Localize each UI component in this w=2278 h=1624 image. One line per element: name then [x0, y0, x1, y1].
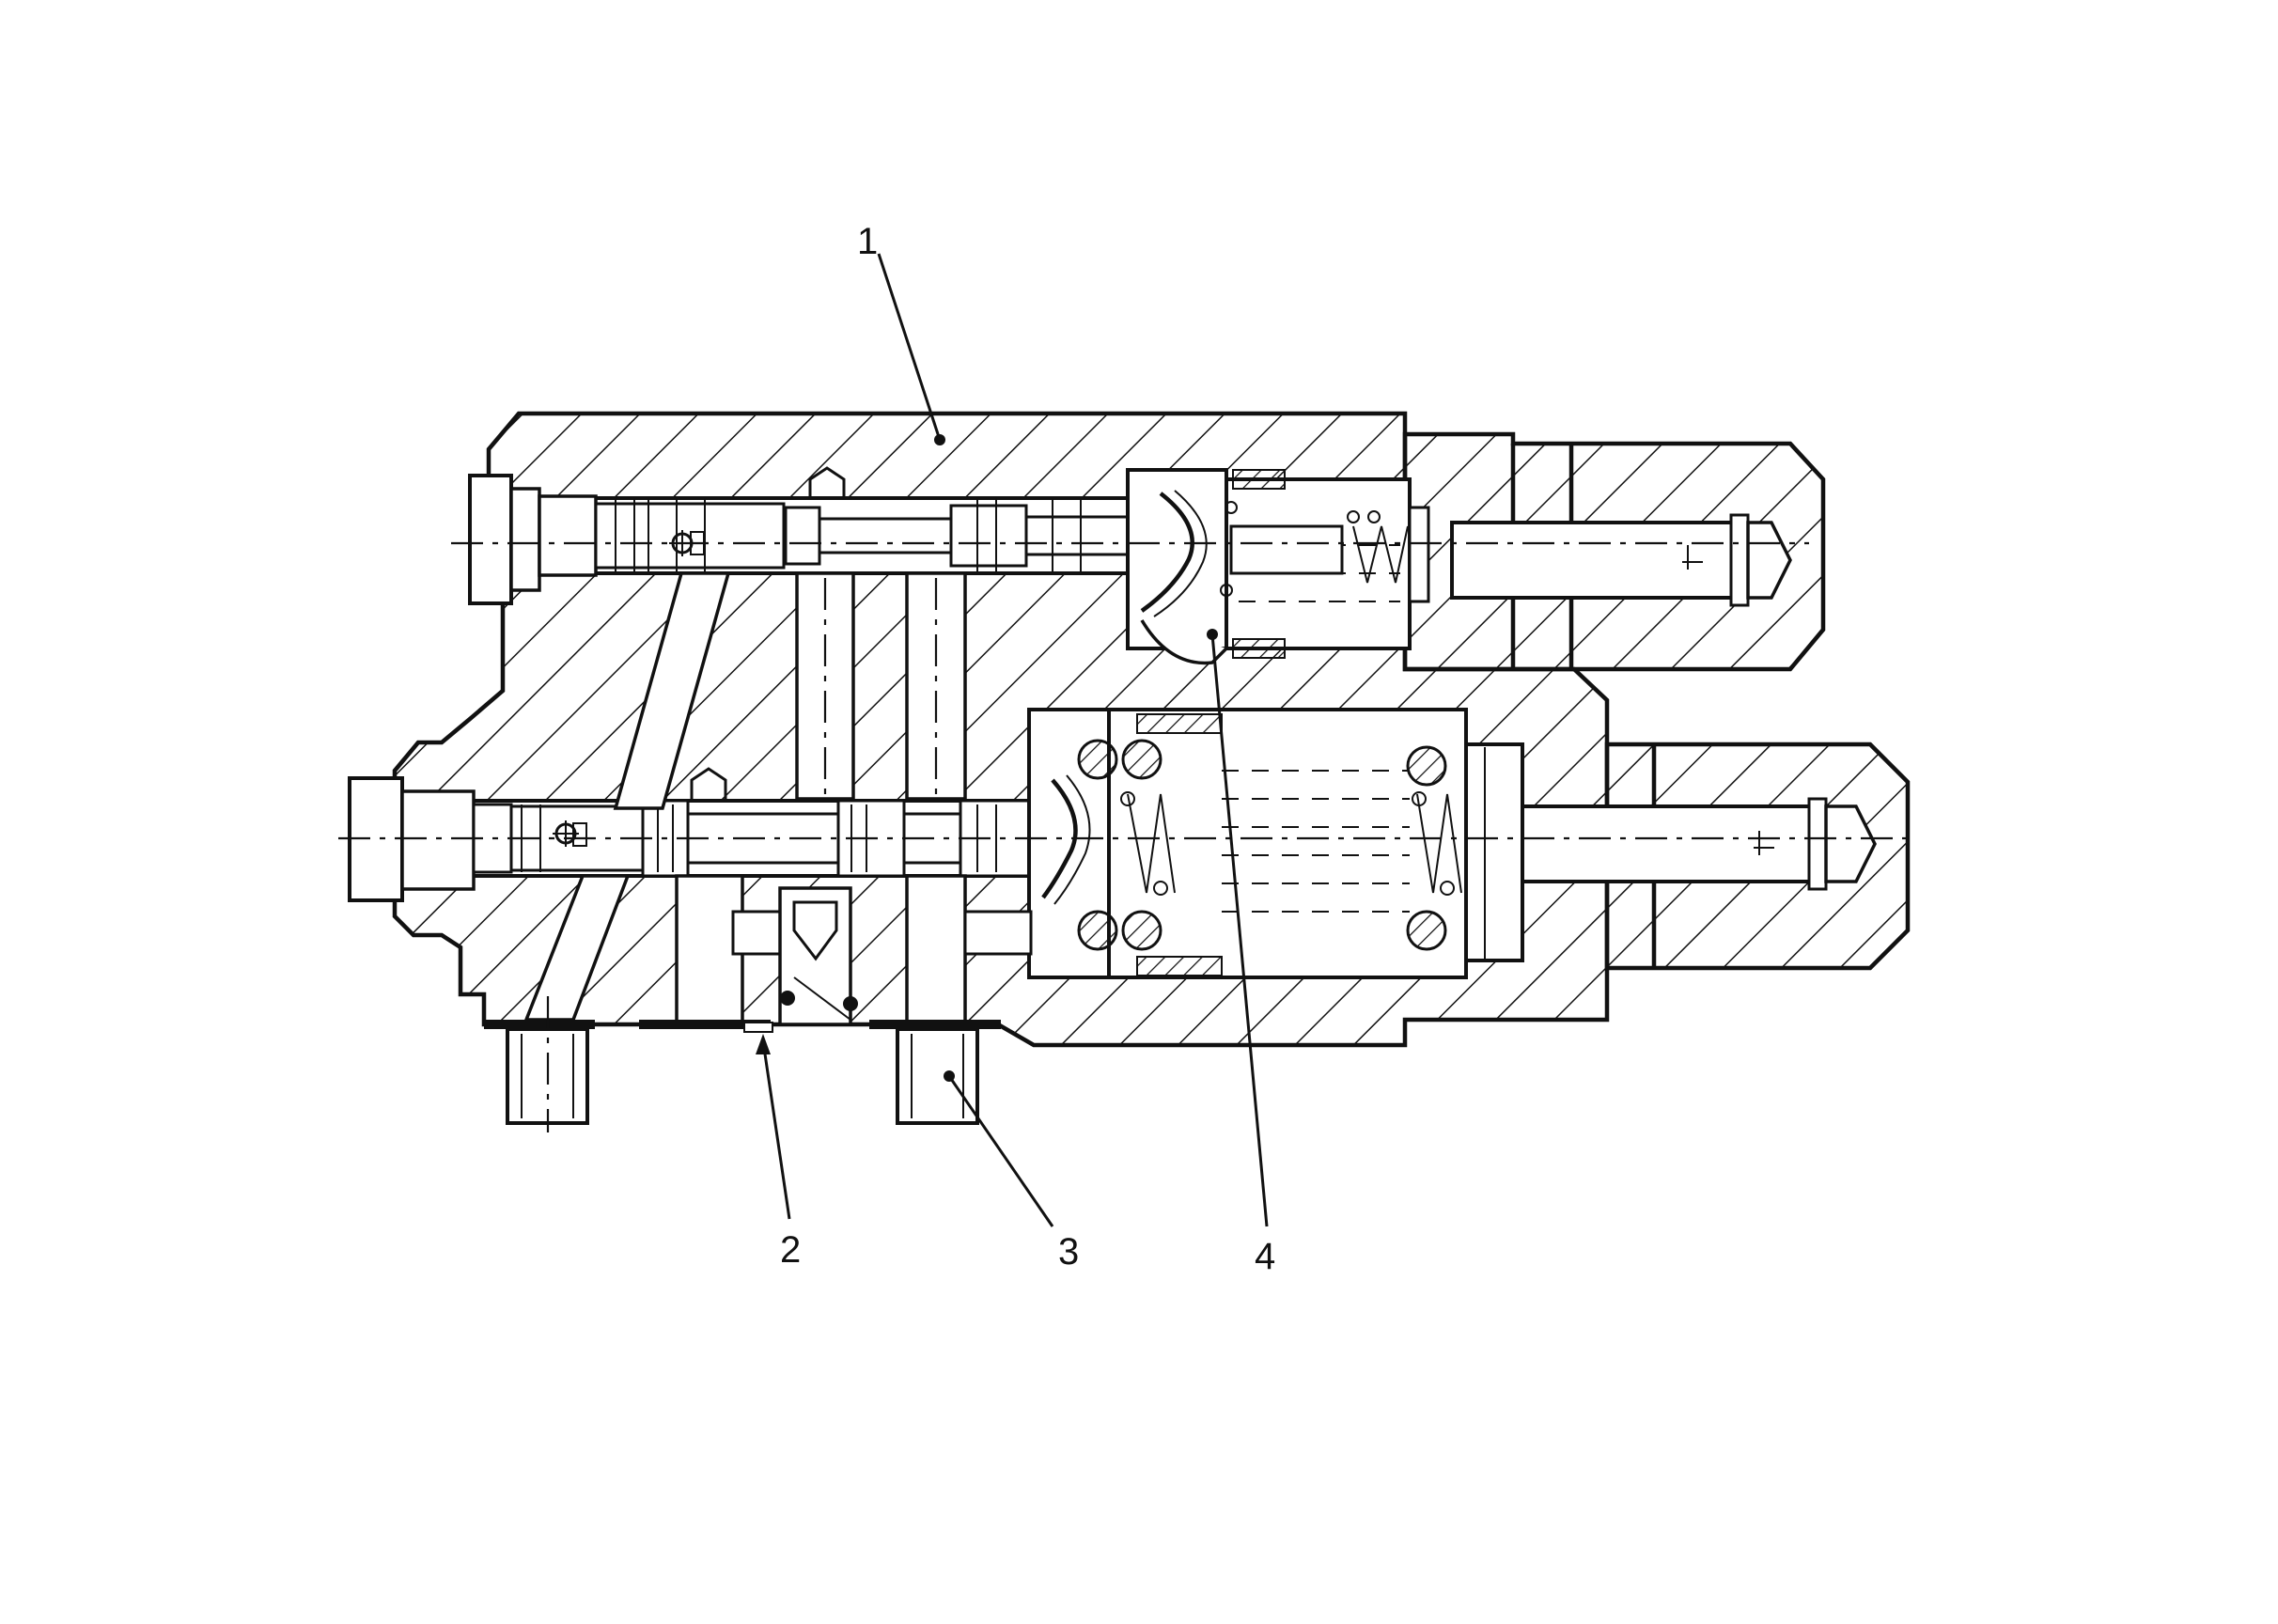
callout-label-1: 1	[857, 221, 878, 262]
internal-passages	[523, 571, 1033, 1028]
leader-line-4	[1210, 633, 1269, 1227]
seal-ring	[1121, 739, 1162, 780]
leader-line-1	[877, 253, 942, 441]
callout-label-4: 4	[1255, 1236, 1275, 1277]
leader-line-2	[761, 1040, 791, 1220]
upper-spool-bore	[468, 466, 1792, 665]
seal-ring	[1406, 910, 1447, 951]
centerlines	[338, 541, 1908, 840]
seal-ring	[1121, 910, 1162, 951]
seal-ring	[1077, 910, 1118, 951]
callout-label-2: 2	[780, 1229, 801, 1271]
port-fittings	[484, 996, 1001, 1132]
seal-ring	[1406, 745, 1447, 787]
lower-spool-bore	[348, 708, 1877, 979]
leader-line-3	[947, 1075, 1054, 1227]
callouts: 1 2 3 4	[756, 221, 1275, 1277]
callout-label-3: 3	[1058, 1231, 1079, 1273]
seal-ring	[1077, 739, 1118, 780]
